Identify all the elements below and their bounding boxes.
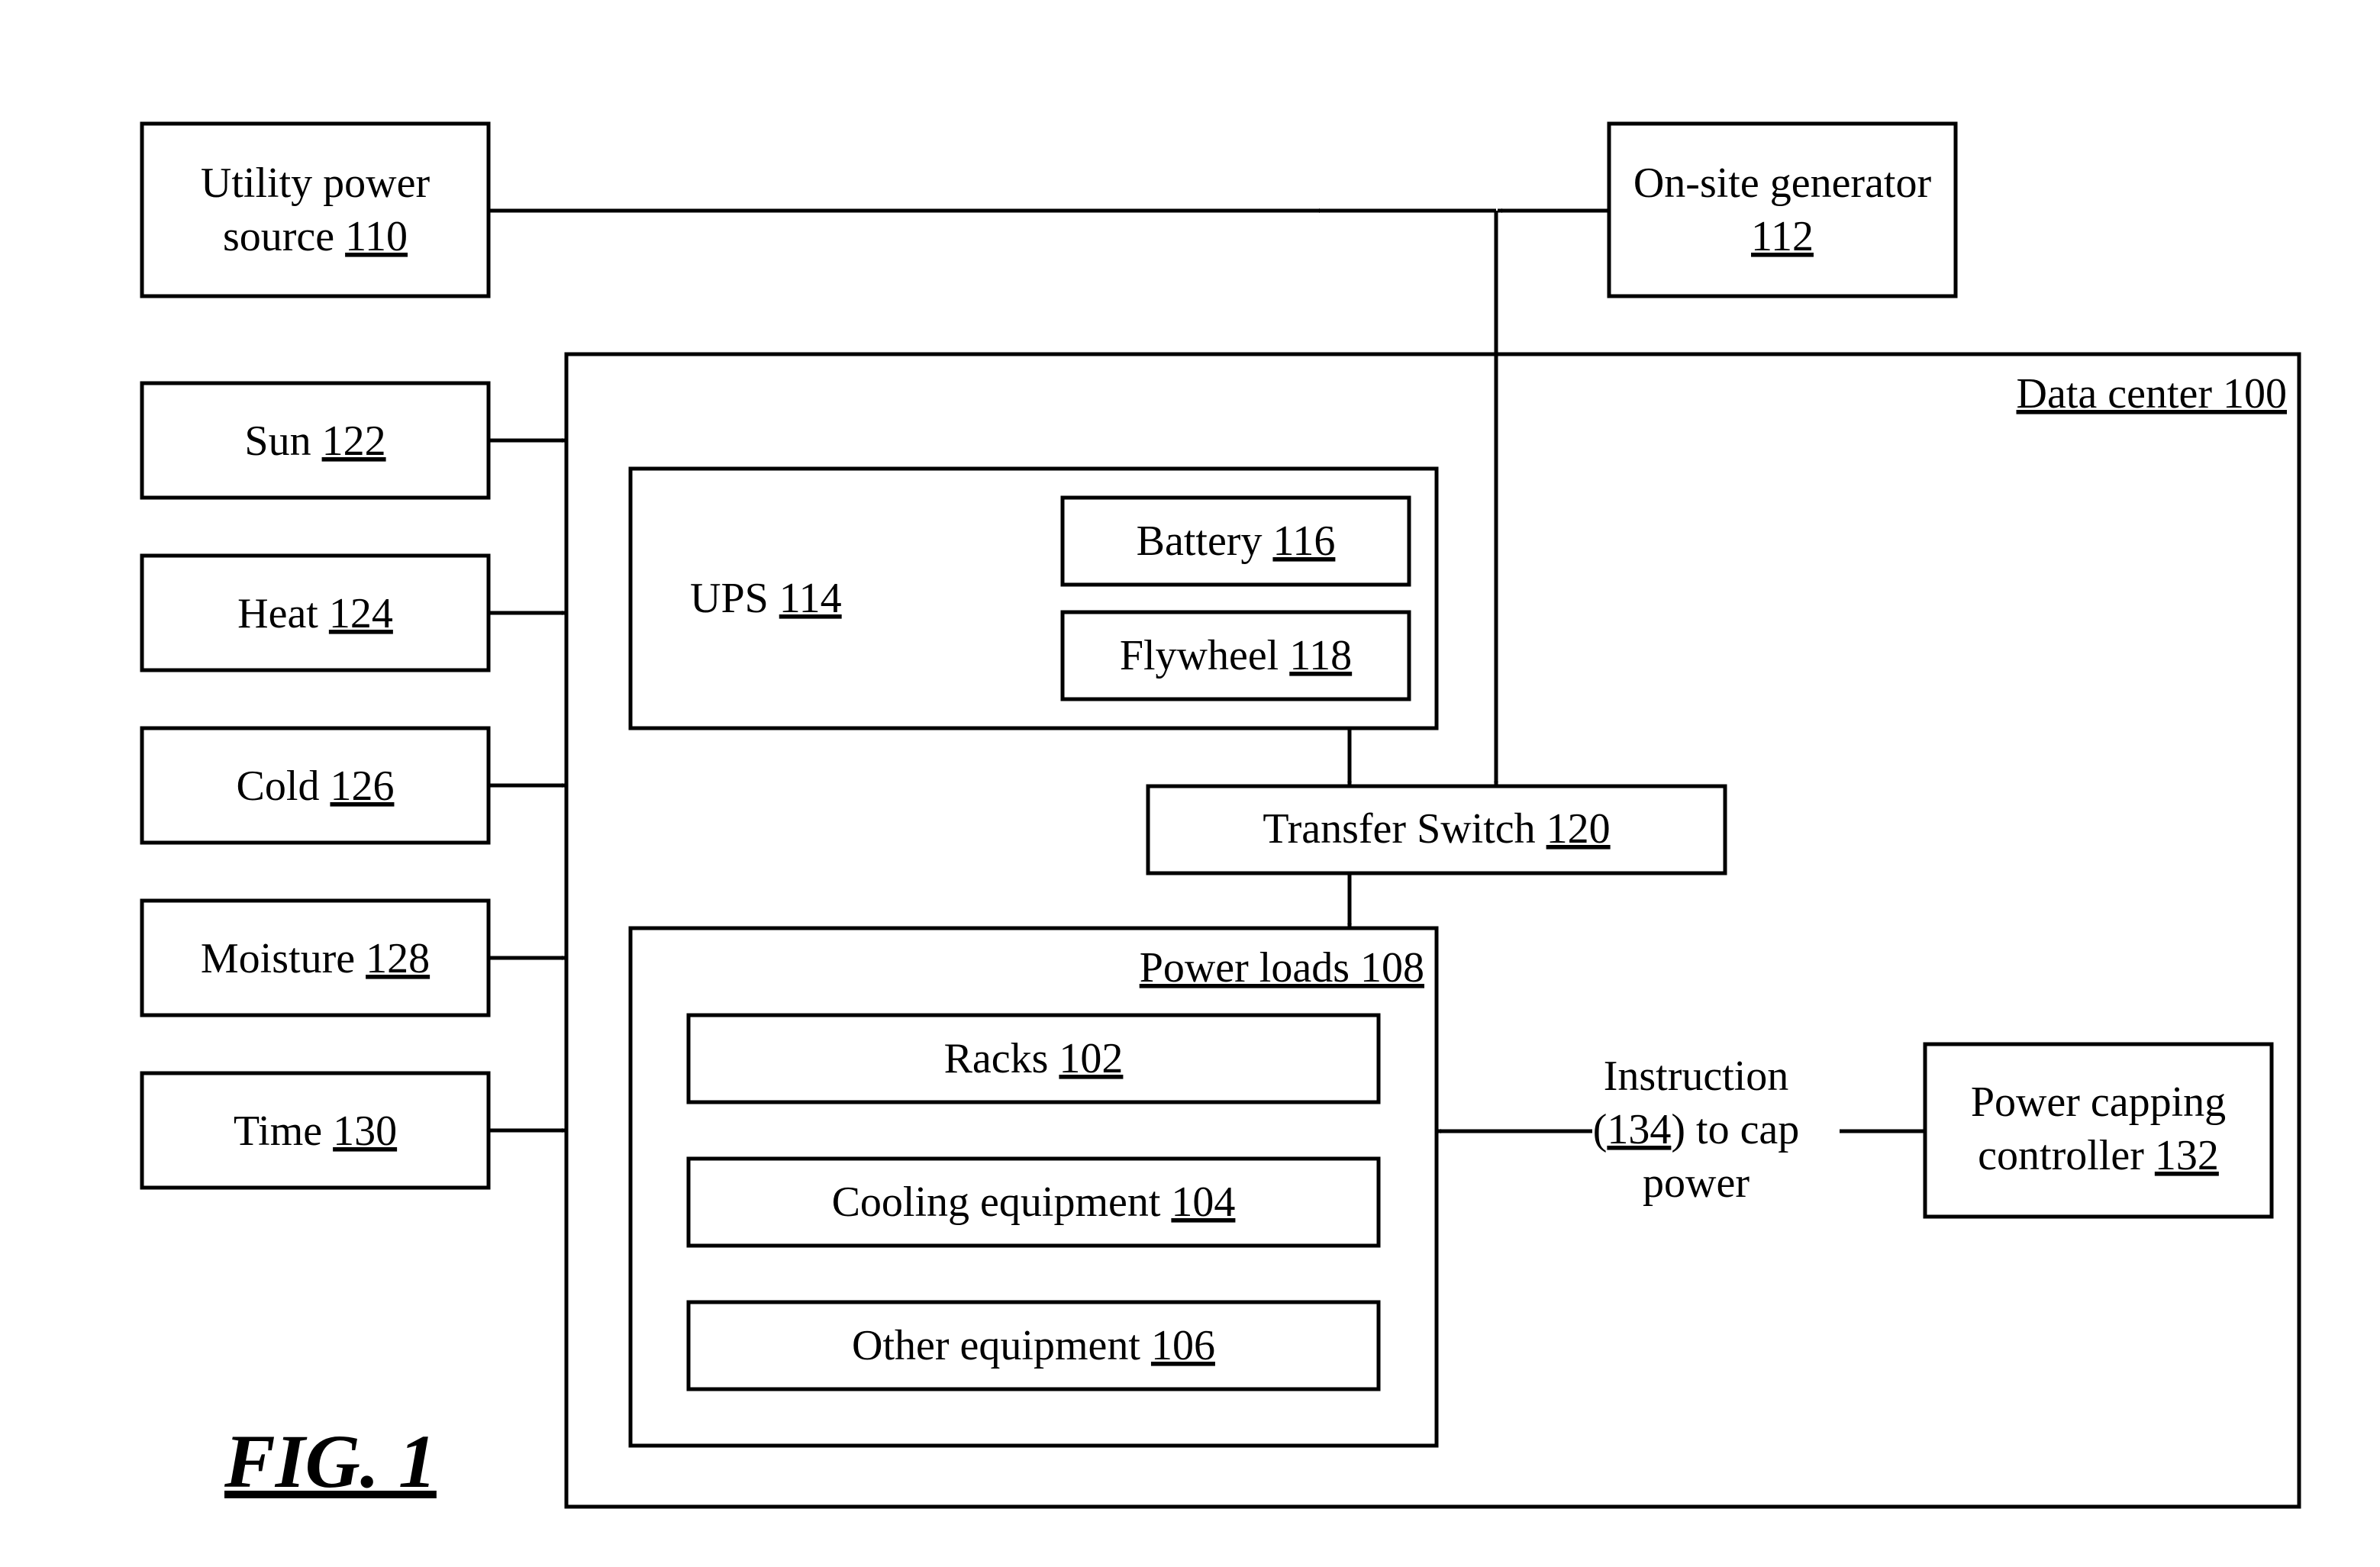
cooling-equipment-box: Cooling equipment 104 — [689, 1159, 1379, 1246]
flywheel-box: Flywheel 118 — [1063, 612, 1409, 699]
data-center-box: Data center 100 — [566, 354, 2299, 1507]
ups-label: UPS 114 — [690, 575, 842, 622]
cooling-equipment-label: Cooling equipment 104 — [832, 1178, 1236, 1226]
env-label: Time 130 — [234, 1108, 397, 1155]
generator-label: On-site generator — [1633, 160, 1932, 207]
power-capping-controller-box: Power capping controller 132 — [1925, 1044, 2272, 1217]
env-label: Sun 122 — [244, 418, 385, 465]
utility-label: Utility power — [201, 160, 431, 207]
battery-box: Battery 116 — [1063, 498, 1409, 585]
controller-label-line2: controller 132 — [1978, 1132, 2219, 1179]
racks-box: Racks 102 — [689, 1015, 1379, 1102]
power-loads-label: Power loads 108 — [1140, 944, 1424, 991]
data-center-label: Data center 100 — [2017, 370, 2287, 418]
env-box-moisture: Moisture 128 — [142, 901, 566, 1015]
instruction-line3: power — [1643, 1159, 1750, 1207]
racks-label: Racks 102 — [944, 1035, 1124, 1082]
transfer-switch-box: Transfer Switch 120 — [1148, 786, 1725, 873]
flywheel-label: Flywheel 118 — [1120, 632, 1352, 679]
ups-box: UPS 114 — [630, 469, 1437, 728]
instruction-line1: Instruction — [1604, 1053, 1789, 1100]
env-box-time: Time 130 — [142, 1073, 566, 1188]
figure-label: FIG. 1 — [224, 1419, 437, 1504]
generator-ref: 112 — [1751, 213, 1814, 260]
env-label: Cold 126 — [237, 763, 395, 810]
transfer-switch-label: Transfer Switch 120 — [1263, 805, 1610, 853]
instruction-line2: (134) to cap — [1593, 1106, 1800, 1153]
env-box-sun: Sun 122 — [142, 383, 566, 498]
other-equipment-box: Other equipment 106 — [689, 1302, 1379, 1389]
controller-label: Power capping — [1971, 1079, 2226, 1126]
env-box-heat: Heat 124 — [142, 556, 566, 670]
env-box-cold: Cold 126 — [142, 728, 566, 843]
on-site-generator-box: On-site generator 112 — [1609, 124, 1956, 296]
env-label: Moisture 128 — [201, 935, 430, 982]
utility-label-line2: source 110 — [223, 213, 408, 260]
env-label: Heat 124 — [237, 590, 393, 637]
utility-power-source-box: Utility power source 110 — [142, 124, 489, 296]
other-equipment-label: Other equipment 106 — [852, 1322, 1215, 1369]
battery-label: Battery 116 — [1137, 517, 1336, 565]
